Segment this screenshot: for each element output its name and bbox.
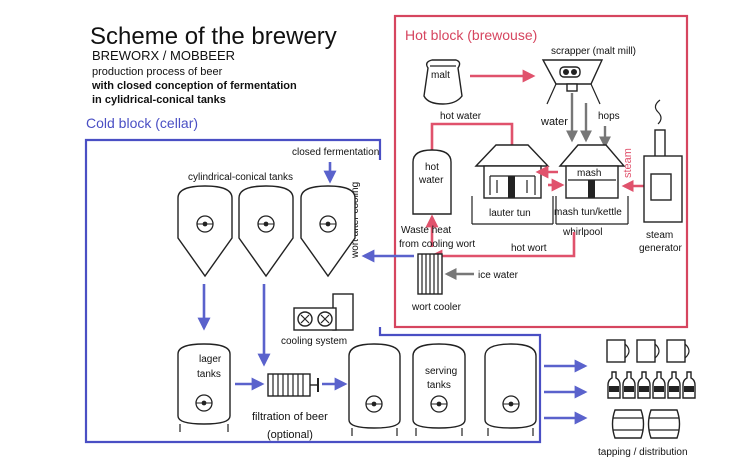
hot-wort-pipe [429,232,576,263]
hot-water-pipe [430,122,519,163]
cold-block-title: Cold block (cellar) [86,115,198,131]
subtitle-line-2: with closed conception of fermentation [91,80,297,92]
ice-water-label: ice water [478,270,519,281]
cck-tank-3 [300,185,356,278]
serving-tanks-label-1: serving [425,366,457,377]
hot-water-pipe-label: hot water [440,111,482,122]
cooling-system-unit [293,293,354,331]
filtration-label-1: filtration of beer [252,411,328,423]
lauter-tun-vessel [471,144,554,225]
hot-block-title: Hot block (brewouse) [405,27,537,43]
lager-tanks-label-2: tanks [197,369,221,380]
lauter-tun-label: lauter tun [489,208,531,219]
cck-tank-1 [177,185,233,278]
page-title: Scheme of the brewery [90,23,337,50]
hot-water-tank-label-2: water [418,175,444,186]
waste-heat-label-2: from cooling wort [399,239,475,250]
beer-keg-icons [611,409,681,439]
steam-label: steam [622,148,634,178]
hot-water-tank-label-1: hot [425,162,439,173]
hot-water-tank [412,149,452,215]
mash-label: mash [577,168,601,179]
cck-tanks-label: cylindrical-conical tanks [188,172,293,183]
mash-tun-kettle-vessel [555,144,629,225]
whirlpool-label: whirlpool [562,227,602,238]
waste-heat-label-1: Waste heat [401,225,451,236]
steam-generator-unit [643,99,683,223]
brand-name: BREWORX / MOBBEER [92,48,235,63]
subtitle-line-3: in cylidrical-conical tanks [92,94,226,106]
beer-bottle-icons [607,371,696,399]
serving-tanks-label-2: tanks [427,380,451,391]
mash-tun-kettle-label: mash tun/kettle [554,207,622,218]
malt-label: malt [431,70,450,81]
subtitle-line-1: production process of beer [92,66,223,78]
beer-filter-unit [267,373,319,397]
steam-generator-label-2: generator [639,243,682,254]
beer-mug-icons [606,339,690,363]
hops-label: hops [598,111,620,122]
cold-block-frame [84,138,542,444]
hot-wort-label: hot wort [511,243,547,254]
wort-cooler-label: wort cooler [411,302,462,313]
scrapper-label: scrapper (malt mill) [551,46,636,57]
wort-cooler-unit [417,253,443,295]
lager-tank [177,343,231,432]
serving-tank-2 [412,343,466,436]
tapping-label: tapping / distribution [598,447,688,458]
serving-tank-1 [348,343,401,436]
malt-mill-icon [541,59,604,105]
hot-block-frame [393,14,689,329]
water-label: water [540,116,568,128]
steam-generator-label-1: steam [646,230,673,241]
closed-fermentation-label: closed fermentation [292,147,379,158]
cck-tank-2 [238,185,294,278]
serving-tank-3 [484,343,537,436]
lager-tanks-label-1: lager [199,354,222,365]
cooling-system-label: cooling system [281,336,347,347]
filtration-label-2: (optional) [267,429,313,441]
malt-bag-icon [423,59,463,105]
